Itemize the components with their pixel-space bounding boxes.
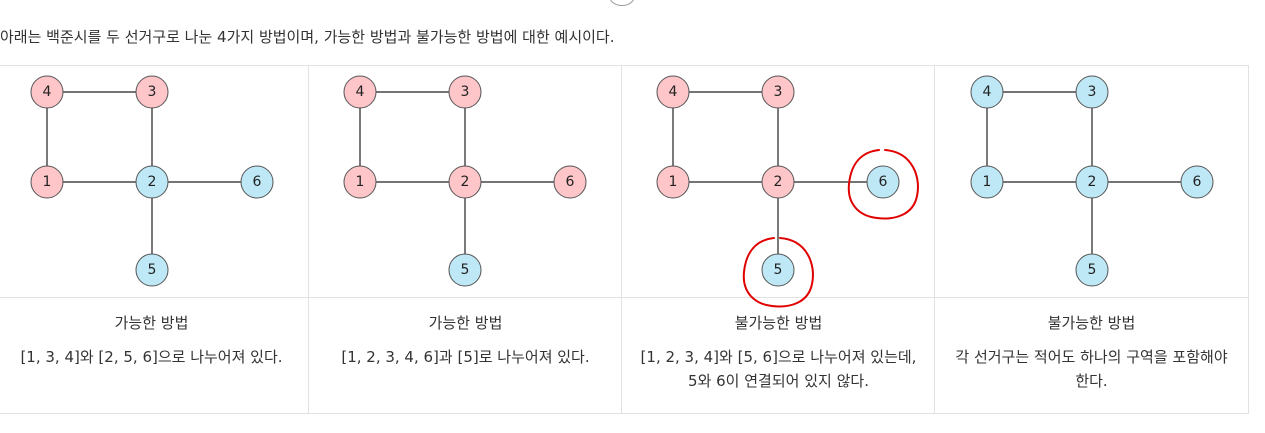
- graph-node-label: 3: [774, 84, 783, 100]
- graph-node-circle: [343, 165, 377, 199]
- graph-node-circle: [135, 75, 169, 109]
- graph-node-circle: [761, 165, 795, 199]
- graphs-diagram: 1 2 3 4 5 6 1 2 3 4 5 6 1 2 3 4 5 6 1 2 3 4 5 6: [30, 75, 1214, 308]
- example-title: 가능한 방법: [114, 314, 189, 332]
- intro-text: 아래는 백준시를 두 선거구로 나눈 4가지 방법이며, 가능한 방법과 불가능…: [0, 28, 615, 46]
- table-divider: [621, 65, 622, 414]
- graph-node-label: 4: [983, 84, 992, 100]
- graph-node: 4: [656, 75, 690, 109]
- graph-node: 1: [343, 165, 377, 199]
- graph-node-circle: [448, 75, 482, 109]
- table-divider: [308, 65, 309, 414]
- graph-node-circle: [970, 165, 1004, 199]
- graph-node: 6: [1180, 165, 1214, 199]
- graph-node: 1: [970, 165, 1004, 199]
- graph-node-label: 2: [148, 174, 157, 190]
- graph-node-label: 1: [983, 174, 992, 190]
- graph-node: 1: [656, 165, 690, 199]
- graph-node-circle: [30, 165, 64, 199]
- graph-node-label: 5: [774, 262, 783, 278]
- graph-node-circle: [1180, 165, 1214, 199]
- graph-node-label: 3: [1088, 84, 1097, 100]
- example-description: [1, 2, 3, 4, 6]과 [5]로 나누어져 있다.: [341, 348, 590, 366]
- graph-node: 2: [1075, 165, 1109, 199]
- graph-node-circle: [1075, 75, 1109, 109]
- graph-node-label: 3: [148, 84, 157, 100]
- graph-node: 5: [1075, 253, 1109, 287]
- graph-node-circle: [970, 75, 1004, 109]
- table-divider: [934, 65, 935, 414]
- red-circle-mark: [742, 237, 814, 308]
- graph-node: 3: [448, 75, 482, 109]
- graph-node: 4: [343, 75, 377, 109]
- graph-node-label: 2: [461, 174, 470, 190]
- example-description: [1, 2, 3, 4]와 [5, 6]으로 나누어져 있는데, 5와 6이 연…: [640, 348, 917, 390]
- graph-node: 5: [448, 253, 482, 287]
- graph-node: 5: [761, 253, 795, 287]
- graph-node-circle: [553, 165, 587, 199]
- examples-table: [0, 65, 1249, 414]
- graph-node-label: 6: [1193, 174, 1202, 190]
- graph-node-circle: [761, 75, 795, 109]
- graph-node-circle: [656, 75, 690, 109]
- graph-node-label: 1: [669, 174, 678, 190]
- graph-node-label: 1: [43, 174, 52, 190]
- graph-node-circle: [448, 165, 482, 199]
- graph-node-label: 2: [1088, 174, 1097, 190]
- graph-node: 6: [866, 165, 900, 199]
- graph-node-circle: [343, 75, 377, 109]
- graph-node: 6: [240, 165, 274, 199]
- graph-node: 3: [135, 75, 169, 109]
- red-circle-mark: [847, 149, 919, 220]
- graph-node-circle: [135, 253, 169, 287]
- table-row-divider: [0, 297, 1249, 298]
- graph-node-circle: [1075, 253, 1109, 287]
- graph-node-label: 6: [566, 174, 575, 190]
- graph-node: 4: [970, 75, 1004, 109]
- graph-node-label: 5: [461, 262, 470, 278]
- graph-node-label: 4: [356, 84, 365, 100]
- graph-panel-4: 1 2 3 4 5 6: [970, 75, 1214, 287]
- graph-node-label: 4: [43, 84, 52, 100]
- top-circle-icon: [609, 0, 635, 6]
- example-description: 각 선거구는 적어도 하나의 구역을 포함해야 한다.: [955, 348, 1228, 390]
- graph-node-circle: [656, 165, 690, 199]
- graph-node: 3: [1075, 75, 1109, 109]
- graph-node: 1: [30, 165, 64, 199]
- graph-node: 2: [448, 165, 482, 199]
- graph-node-circle: [761, 253, 795, 287]
- graph-node: 5: [135, 253, 169, 287]
- graph-node-label: 5: [148, 262, 157, 278]
- graph-node-circle: [866, 165, 900, 199]
- graph-node: 2: [761, 165, 795, 199]
- example-description: [1, 3, 4]와 [2, 5, 6]으로 나누어져 있다.: [20, 348, 283, 366]
- graph-node: 3: [761, 75, 795, 109]
- graph-node-circle: [135, 165, 169, 199]
- graph-node-circle: [448, 253, 482, 287]
- graph-panel-1: 1 2 3 4 5 6: [30, 75, 274, 287]
- example-title: 불가능한 방법: [1047, 314, 1136, 332]
- graph-node-label: 2: [774, 174, 783, 190]
- example-title: 가능한 방법: [428, 314, 503, 332]
- graph-node-circle: [1075, 165, 1109, 199]
- graph-node-label: 1: [356, 174, 365, 190]
- graph-node-label: 6: [879, 174, 888, 190]
- graph-panel-3: 1 2 3 4 5 6: [656, 75, 919, 308]
- graph-node-label: 4: [669, 84, 678, 100]
- example-title: 불가능한 방법: [734, 314, 823, 332]
- graph-node-label: 6: [253, 174, 262, 190]
- graph-node-circle: [240, 165, 274, 199]
- graph-node-circle: [30, 75, 64, 109]
- graph-node: 4: [30, 75, 64, 109]
- graph-panel-2: 1 2 3 4 5 6: [343, 75, 587, 287]
- graph-node-label: 3: [461, 84, 470, 100]
- graph-node-label: 5: [1088, 262, 1097, 278]
- graph-node: 2: [135, 165, 169, 199]
- graph-node: 6: [553, 165, 587, 199]
